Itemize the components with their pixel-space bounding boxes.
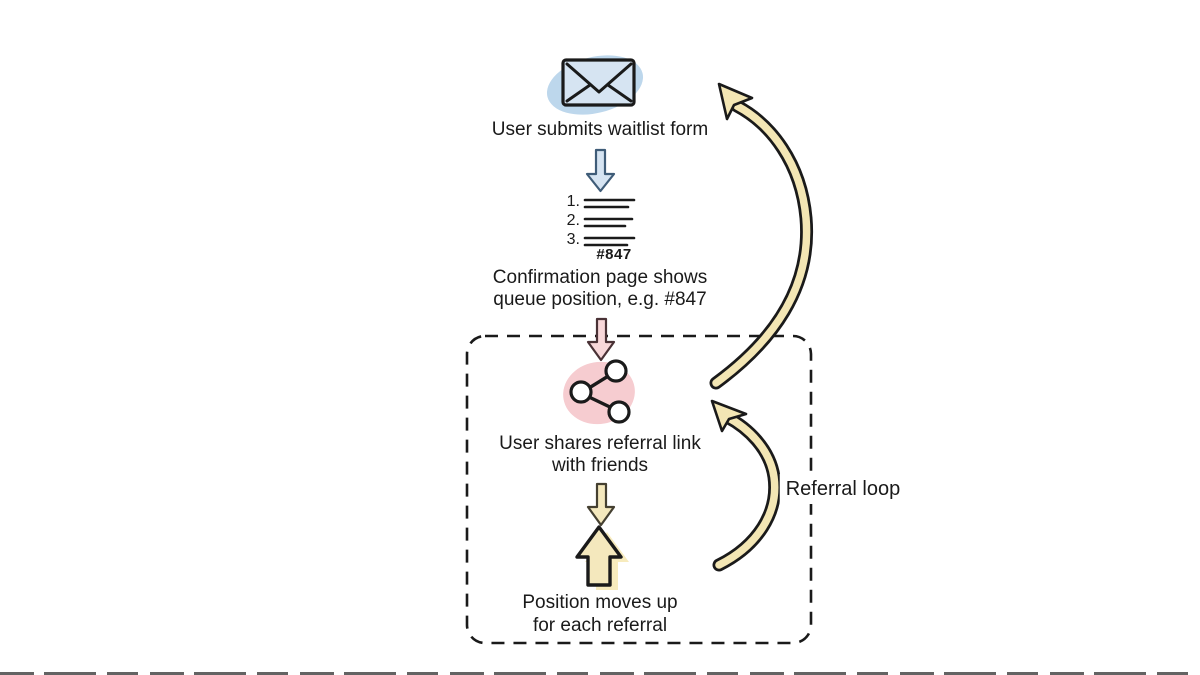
share-icon [569, 359, 631, 424]
numbered-list-icon [583, 198, 636, 247]
list-number-2: 2. [566, 212, 580, 229]
down-arrow-pink-icon [586, 317, 616, 362]
list-number-3: 3. [566, 231, 580, 248]
referral-loop-label: Referral loop [779, 474, 907, 504]
down-arrow-blue-icon [585, 148, 616, 193]
up-arrow-icon [575, 525, 629, 590]
bottom-edge-artifact [0, 672, 1200, 675]
loop-arrow-inner-icon [710, 399, 782, 572]
share-step-label-line1: User shares referral link [499, 433, 701, 454]
move-up-step-label-line2: for each referral [532, 615, 668, 636]
submit-step-label: User submits waitlist form [491, 119, 709, 140]
loop-arrow-outer-icon [709, 82, 814, 390]
share-step-label-line2: with friends [551, 455, 649, 476]
queue-position-badge: #847 [596, 246, 632, 263]
move-up-step-label-line1: Position moves up [522, 592, 678, 613]
confirmation-step-label-line1: Confirmation page shows [492, 267, 708, 288]
confirmation-step-label-line2: queue position, e.g. #847 [493, 289, 707, 310]
down-arrow-yellow-icon [586, 482, 616, 527]
list-number-1: 1. [566, 193, 580, 210]
envelope-icon [561, 58, 636, 107]
